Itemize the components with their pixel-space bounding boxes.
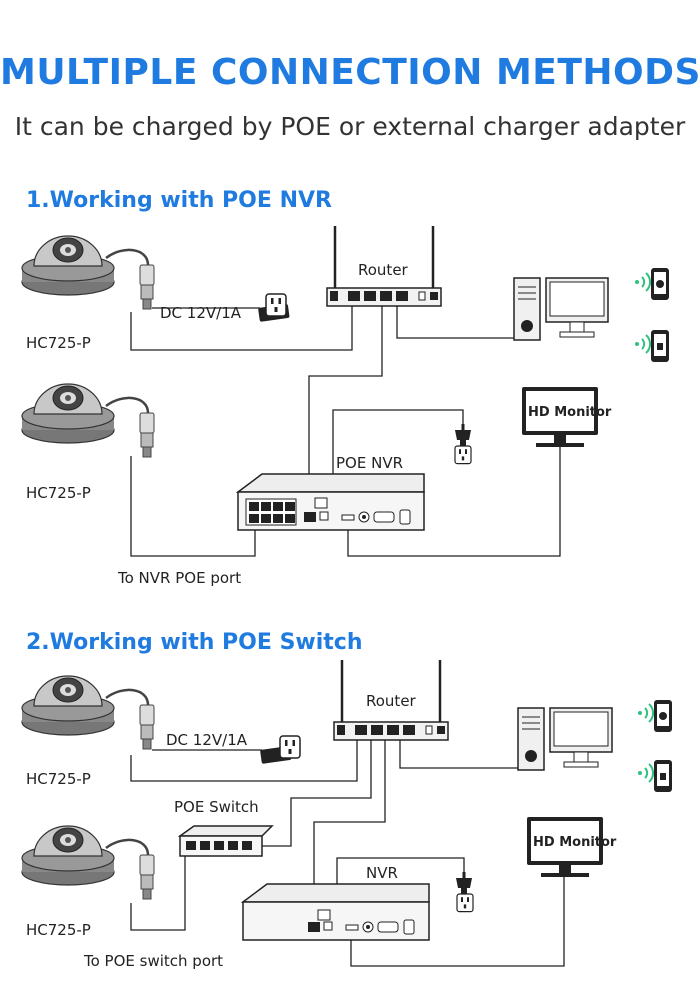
section1-title: 1.Working with POE NVR	[26, 188, 332, 213]
camera-2-label: HC725-P	[26, 484, 91, 502]
router-label: Router	[358, 261, 409, 279]
android-phone-icon	[651, 330, 669, 362]
section2-diagram: HC725-P HC725-P DC 12V/1A Router POE Swi…	[21, 658, 672, 970]
nvr-label: NVR	[366, 864, 398, 882]
wifi-icon	[637, 763, 655, 783]
wire-router-pc	[399, 740, 522, 769]
power-outlet-icon	[279, 735, 301, 759]
camera-icon	[21, 383, 156, 459]
nvr-label: POE NVR	[336, 454, 403, 472]
nvr-icon	[240, 883, 430, 941]
port-note: To POE switch port	[83, 952, 223, 970]
monitor-label: HD Monitor	[533, 835, 617, 850]
wire-cam1-router	[130, 306, 353, 351]
router-label: Router	[366, 692, 417, 710]
camera-icon	[21, 825, 156, 901]
wire-cam1-router	[130, 740, 358, 782]
switch-label: POE Switch	[174, 798, 259, 816]
computer-icon	[517, 707, 613, 771]
android-phone-icon	[654, 760, 672, 792]
wire-router-switch	[262, 740, 372, 847]
power-outlet-icon	[454, 445, 472, 465]
power-plug-icon	[456, 872, 472, 894]
wifi-icon	[634, 272, 652, 292]
wire-router-pc	[396, 306, 522, 339]
power-outlet-icon	[456, 893, 474, 913]
wire-router-nvr	[308, 306, 383, 510]
camera-icon	[21, 675, 156, 751]
power-plug-icon	[455, 424, 471, 446]
poe-switch-icon	[177, 825, 274, 857]
power-label: DC 12V/1A	[166, 731, 248, 749]
section1-diagram: HC725-P HC725-P DC 12V/1A Router HD Moni…	[21, 224, 669, 587]
wifi-icon	[634, 334, 652, 354]
wire-cam2-switch	[130, 852, 186, 931]
page-title: MULTIPLE CONNECTION METHODS	[0, 52, 700, 93]
wire-nvr-power	[332, 409, 464, 497]
section2-title: 2.Working with POE Switch	[26, 630, 363, 655]
wire-cam2-nvr	[130, 456, 256, 557]
nvr-icon	[235, 473, 425, 531]
camera-2-label: HC725-P	[26, 921, 91, 939]
wifi-icon	[637, 703, 655, 723]
page-subtitle: It can be charged by POE or external cha…	[14, 112, 686, 141]
power-outlet-icon	[265, 293, 287, 317]
apple-phone-icon	[654, 700, 672, 732]
computer-icon	[513, 277, 609, 341]
power-label: DC 12V/1A	[160, 304, 242, 322]
apple-phone-icon	[651, 268, 669, 300]
wire-nvr-monitor	[350, 876, 565, 967]
port-note: To NVR POE port	[117, 569, 241, 587]
camera-1-label: HC725-P	[26, 770, 91, 788]
camera-icon	[21, 235, 156, 311]
wire-nvr-monitor	[347, 447, 561, 557]
monitor-label: HD Monitor	[528, 405, 612, 420]
camera-1-label: HC725-P	[26, 334, 91, 352]
wire-router-nvr	[313, 740, 386, 922]
